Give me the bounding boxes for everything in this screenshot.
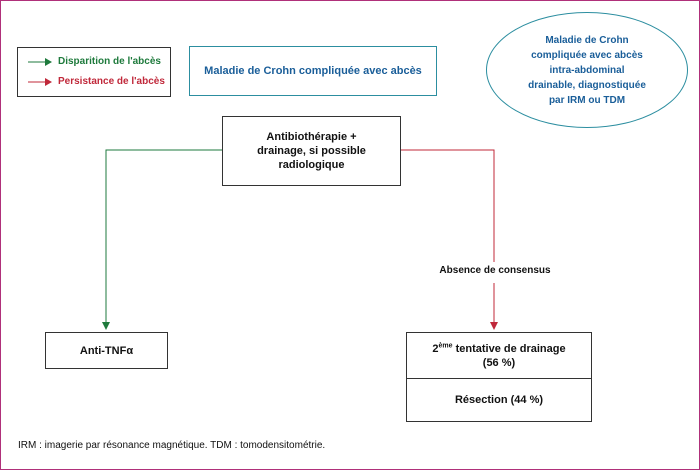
legend-label: Persistance de l'abcès <box>58 76 165 87</box>
drainage-label: tentative de drainage <box>452 343 566 355</box>
drainage-percent: (56 %) <box>482 357 516 369</box>
legend: Disparition de l'abcès Persistance de l'… <box>17 47 171 97</box>
title-box: Maladie de Crohn compliquée avec abcès <box>189 46 437 96</box>
red-arrow-icon <box>28 78 52 86</box>
node-antibiotherapie: Antibiothérapie + drainage, si possible … <box>222 116 401 186</box>
edge-to-anti-tnf <box>102 149 222 330</box>
node-label: Antibiothérapie + drainage, si possible … <box>257 131 366 171</box>
condition-text: Maladie de Crohn compliquée avec abcès i… <box>528 34 646 106</box>
node-label: Résection (44 %) <box>454 394 544 406</box>
ordinal-superscript: ème <box>438 342 453 350</box>
node-resection: Résection (44 %) <box>406 378 592 422</box>
diagram-title: Maladie de Crohn compliquée avec abcès <box>204 65 422 77</box>
edge-to-consensus <box>399 149 495 262</box>
footnote: IRM : imagerie par résonance magnétique.… <box>18 440 326 451</box>
node-anti-tnf: Anti-TNFα <box>45 332 168 369</box>
condition-ellipse: Maladie de Crohn compliquée avec abcès i… <box>486 12 688 128</box>
green-arrow-icon <box>28 58 52 66</box>
ordinal: 2 <box>432 343 439 355</box>
edge-label-consensus: Absence de consensus <box>430 265 560 281</box>
node-label: Anti-TNFα <box>79 344 134 357</box>
legend-label: Disparition de l'abcès <box>58 56 161 67</box>
node-second-drainage: 2ème tentative de drainage (56 %) <box>406 332 592 380</box>
node-label: 2ème tentative de drainage (56 %) <box>432 342 565 370</box>
